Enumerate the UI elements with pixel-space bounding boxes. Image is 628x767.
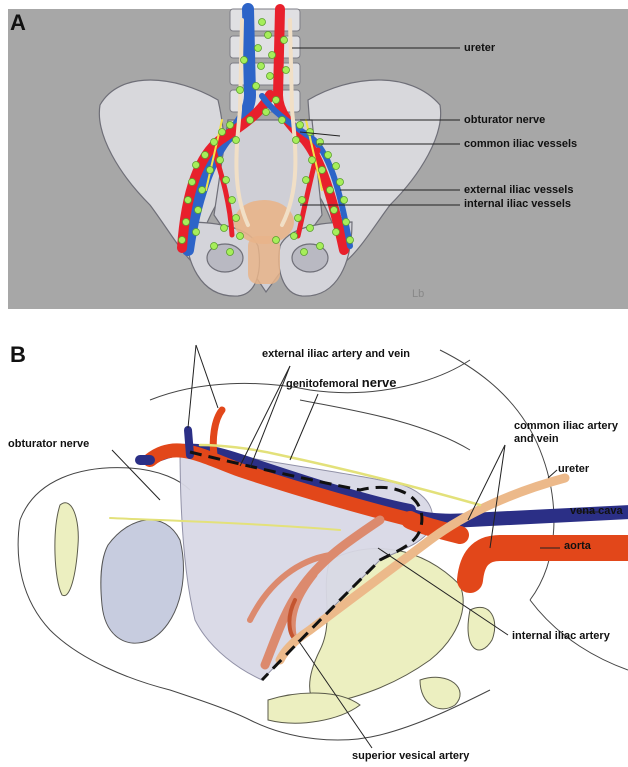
label-b-external-iliac-artery-vein: external iliac artery and vein [262, 348, 410, 361]
label-b-internal-iliac-artery: internal iliac artery [512, 630, 610, 643]
obturator-membrane [101, 520, 184, 643]
label-b-aorta: aorta [564, 540, 591, 553]
label-b-ureter: ureter [558, 463, 589, 476]
label-b-obturator-nerve: obturator nerve [8, 438, 89, 451]
label-b-vena-cava: vena cava [570, 505, 623, 518]
label-a-ureter: ureter [464, 42, 495, 55]
label-a-obturator-nerve: obturator nerve [464, 114, 545, 127]
panel-b-letter: B [10, 342, 26, 368]
label-b-superior-vesical-artery: superior vesical artery [352, 750, 469, 763]
aorta-b [470, 548, 628, 580]
artery-stub-top-1 [188, 430, 190, 455]
label-b-common-iliac-line2: and vein [514, 433, 559, 446]
label-b-genitofemoral-prefix: genitofemoral [286, 378, 362, 390]
label-a-external-iliac-vessels: external iliac vessels [464, 184, 573, 197]
label-a-internal-iliac-vessels: internal iliac vessels [464, 198, 571, 211]
label-b-common-iliac-line1: common iliac artery [514, 420, 618, 433]
label-b-genitofemoral-suffix: nerve [362, 375, 397, 390]
panel-a-letter: A [10, 10, 26, 36]
label-a-common-iliac-vessels: common iliac vessels [464, 138, 577, 151]
label-b-genitofemoral-nerve: genitofemoral nerve [286, 376, 397, 391]
artist-signature: Lb [412, 288, 424, 301]
